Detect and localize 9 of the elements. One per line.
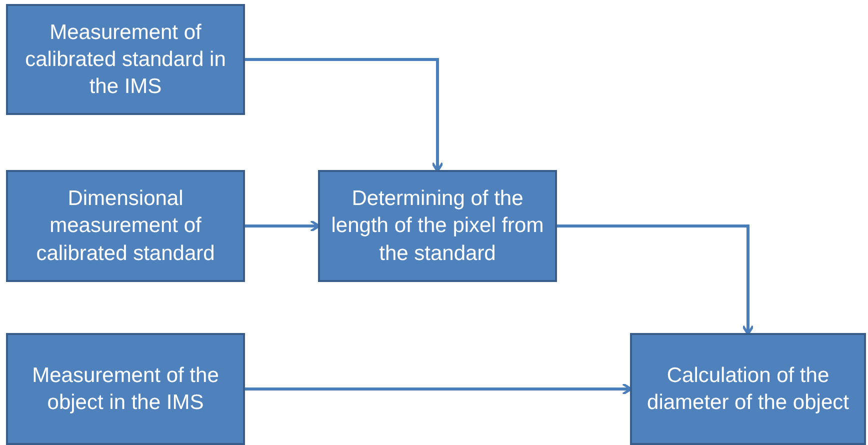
arrow bbox=[557, 224, 754, 336]
process-box: Calculation of the diameter of the object bbox=[630, 333, 866, 445]
arrow bbox=[245, 382, 632, 396]
process-box: Measurement of calibrated standard in the IMS bbox=[6, 4, 245, 115]
process-box: Dimensional measurement of calibrated standard bbox=[6, 170, 245, 282]
process-box: Determining of the length of the pixel from the standard bbox=[318, 170, 557, 282]
process-box: Measurement of the object in the IMS bbox=[6, 333, 245, 445]
arrow bbox=[245, 58, 444, 172]
arrow bbox=[245, 220, 320, 232]
